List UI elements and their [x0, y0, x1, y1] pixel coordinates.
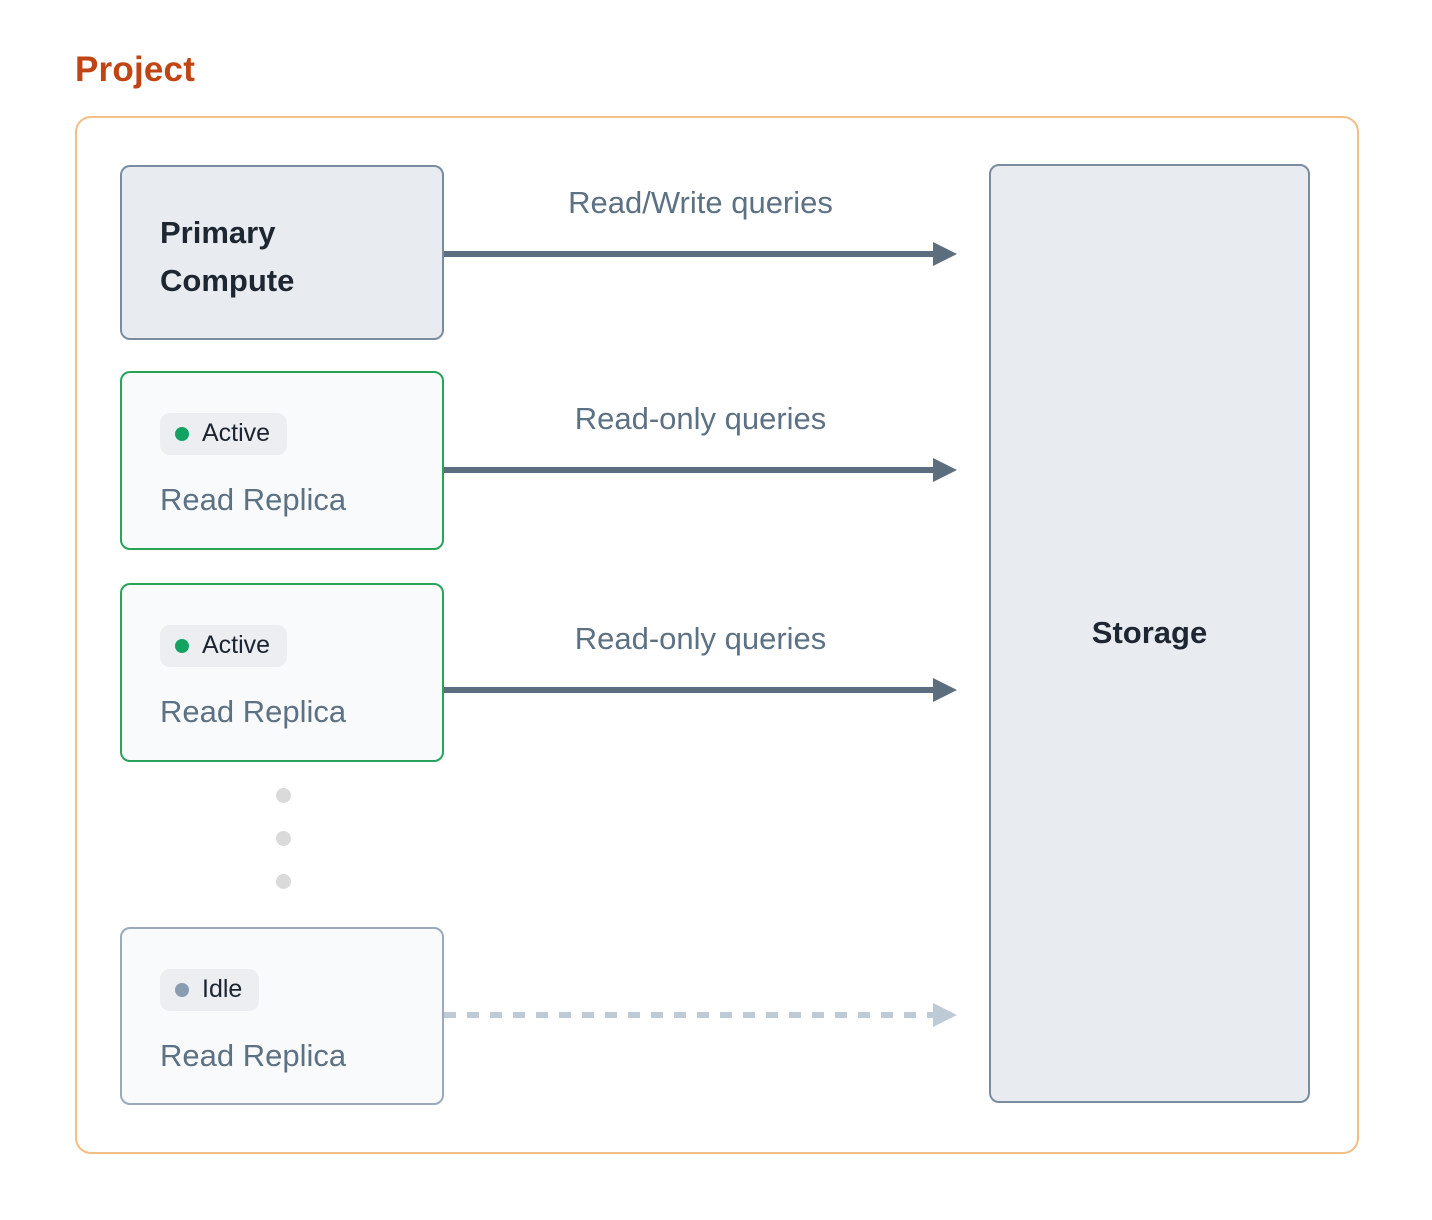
ellipsis-dot-icon	[276, 788, 291, 803]
node-read-replica-2: Active Read Replica	[120, 583, 444, 762]
arrow-head-icon	[933, 1003, 957, 1027]
read-replica-label: Read Replica	[160, 694, 347, 729]
node-read-replica-1: Active Read Replica	[120, 371, 444, 550]
status-badge-active: Active	[160, 413, 288, 455]
arrow-label: Read/Write queries	[568, 185, 833, 220]
node-read-replica-idle: Idle Read Replica	[120, 927, 444, 1105]
project-container: Primary Compute Active Read Replica Acti…	[75, 116, 1359, 1154]
page-title: Project	[75, 50, 196, 89]
arrow-label: Read-only queries	[574, 621, 827, 656]
storage-label: Storage	[1091, 615, 1208, 651]
node-primary-compute: Primary Compute	[120, 165, 444, 340]
read-replica-label: Read Replica	[160, 482, 347, 517]
arrow-head-icon	[933, 458, 957, 482]
status-badge-idle: Idle	[160, 969, 260, 1011]
active-status-dot-icon	[175, 426, 189, 441]
arrow-head-icon	[933, 242, 957, 266]
more-replicas-ellipsis	[276, 788, 291, 917]
active-status-dot-icon	[175, 638, 189, 653]
primary-compute-label: Primary Compute	[160, 215, 295, 299]
arrow-line	[444, 687, 937, 693]
arrow-line-dashed	[444, 1012, 937, 1018]
arrow-read-only-queries-2: Read-only queries	[444, 621, 957, 702]
arrow-line	[444, 467, 937, 473]
status-badge-active: Active	[160, 625, 288, 667]
arrow-read-only-queries-1: Read-only queries	[444, 401, 957, 482]
ellipsis-dot-icon	[276, 831, 291, 846]
ellipsis-dot-icon	[276, 874, 291, 889]
arrow-line	[444, 251, 937, 257]
node-storage: Storage	[989, 164, 1310, 1103]
arrow-idle-connection	[444, 1003, 957, 1027]
status-label: Active	[202, 631, 271, 659]
arrow-head-icon	[933, 678, 957, 702]
status-label: Idle	[202, 975, 243, 1003]
idle-status-dot-icon	[175, 982, 189, 997]
arrow-label: Read-only queries	[574, 401, 827, 436]
arrow-read-write-queries: Read/Write queries	[444, 185, 957, 266]
read-replica-label: Read Replica	[160, 1038, 347, 1073]
status-label: Active	[202, 419, 271, 447]
